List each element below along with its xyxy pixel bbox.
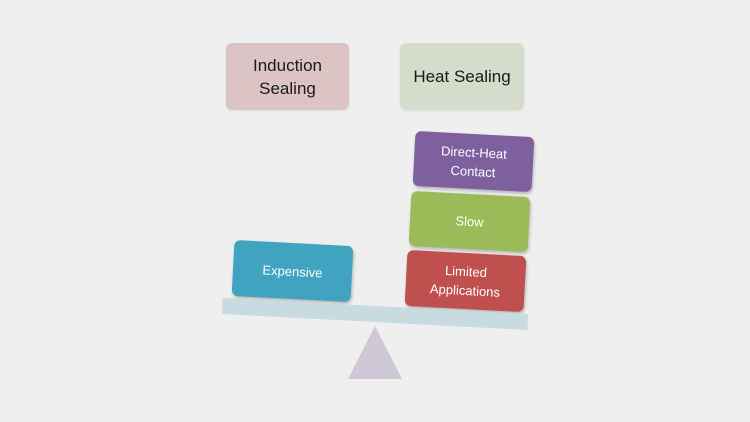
fulcrum-triangle: [348, 326, 402, 379]
limited-applications-block: Limited Applications: [404, 249, 527, 313]
expensive-block: Expensive: [231, 239, 354, 303]
seesaw-fulcrum-icon: [348, 326, 402, 379]
direct-heat-contact-block: Direct-Heat Contact: [412, 130, 535, 193]
heat-sealing-header: Heat Sealing: [400, 43, 524, 110]
slow-block: Slow: [408, 190, 531, 253]
induction-sealing-header: Induction Sealing: [226, 43, 349, 110]
